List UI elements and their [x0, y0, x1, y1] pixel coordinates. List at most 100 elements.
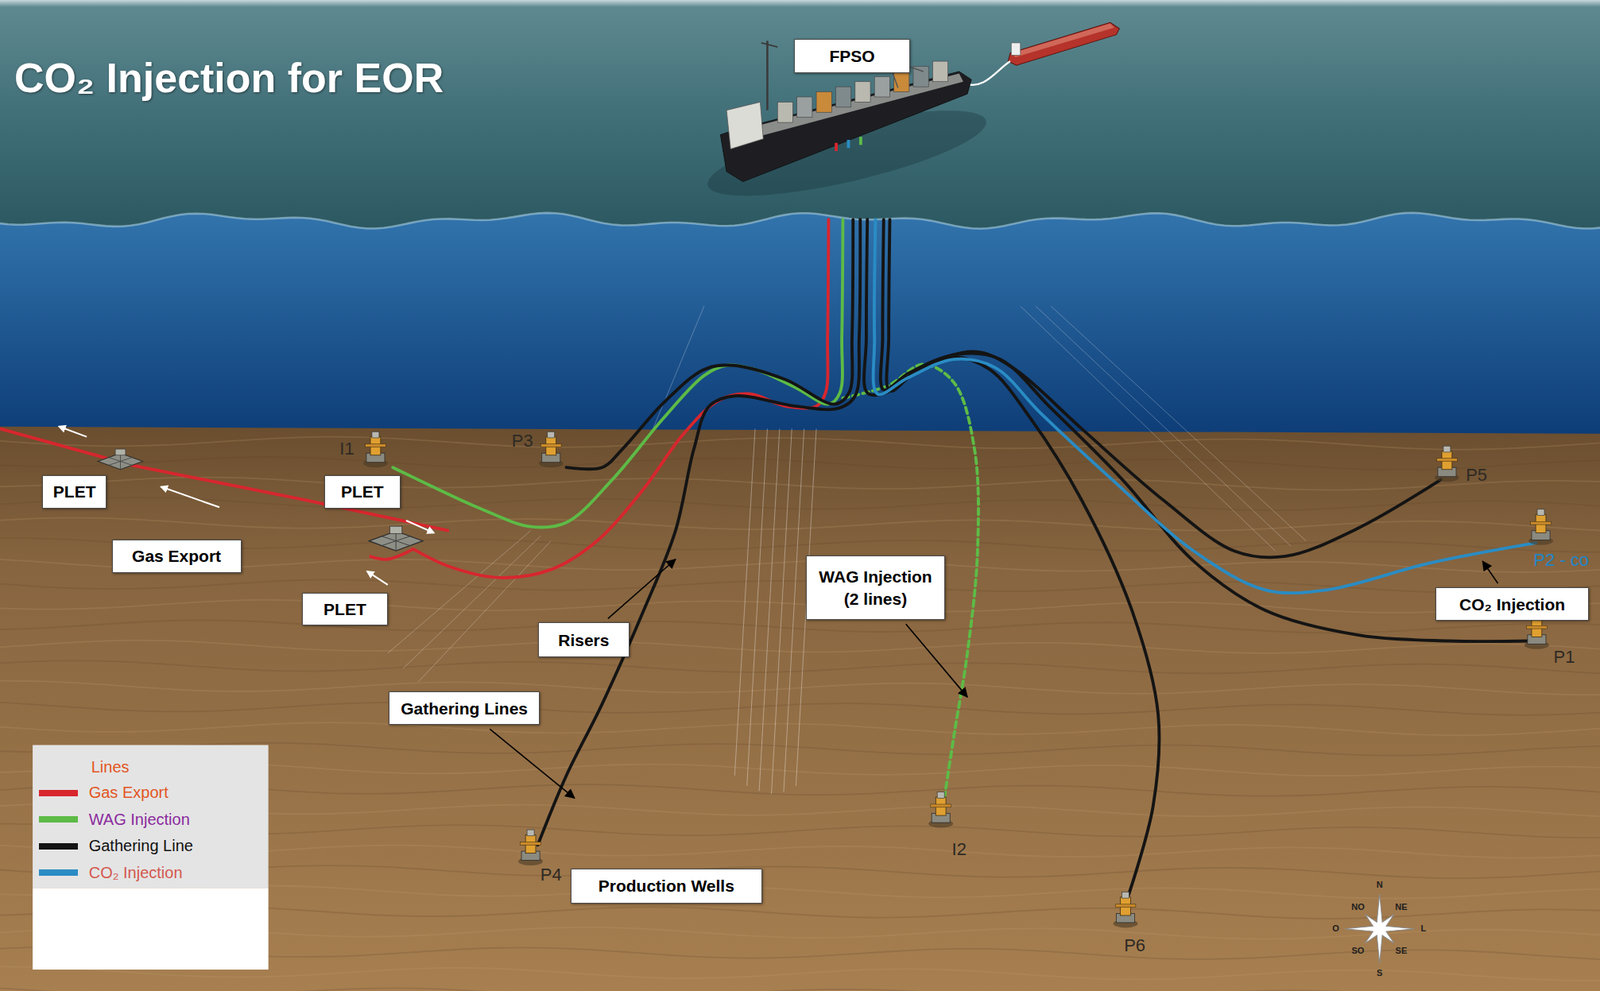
- wellhead-icon: [538, 431, 564, 468]
- process-module: [913, 65, 929, 87]
- process-module: [777, 101, 793, 123]
- process-module: [874, 76, 890, 97]
- wellhead-icon: [1434, 445, 1460, 482]
- flowline: [538, 219, 861, 845]
- wellhead-icon: [518, 829, 543, 866]
- well-arm: [1530, 521, 1552, 525]
- offloading-hose: [964, 61, 1010, 86]
- compass-letter: N: [1376, 879, 1384, 891]
- flow-direction-arrow: [161, 487, 220, 508]
- compass-rose: [1344, 894, 1415, 964]
- guide-line: [759, 428, 780, 791]
- well-cap: [526, 829, 535, 837]
- callout-text: Risers: [557, 629, 609, 651]
- wellhead-icon: [1113, 891, 1139, 928]
- flowline: [413, 219, 830, 578]
- callout-box: CO₂ Injection: [1435, 587, 1589, 621]
- callout-text: Production Wells: [598, 875, 735, 897]
- turret-mark: [847, 139, 851, 148]
- wellhead-icon: [363, 431, 388, 468]
- legend-swatch: [38, 843, 78, 850]
- well-cap: [937, 792, 945, 799]
- compass-letter: NO: [1351, 902, 1365, 913]
- flare-tower: [761, 42, 779, 47]
- plet-valve: [389, 526, 402, 534]
- well-label: P2 - co: [1533, 550, 1589, 570]
- guide-line: [1050, 306, 1306, 541]
- callout-text: WAG Injection: [818, 565, 932, 588]
- tanker-bridge: [1011, 42, 1021, 55]
- legend-text: CO₂ Injection: [89, 863, 183, 883]
- callout-text: Gathering Lines: [400, 697, 528, 720]
- callout-box: Gathering Lines: [388, 691, 540, 725]
- compass-letter: SO: [1352, 945, 1365, 957]
- well-label: I1: [339, 438, 354, 459]
- well-arm: [520, 842, 542, 846]
- plet-structure: [97, 449, 143, 470]
- compass-letter: S: [1376, 968, 1383, 979]
- flowline: [880, 219, 1442, 558]
- flow-direction-arrow: [406, 520, 434, 533]
- well-arm: [540, 444, 562, 448]
- callout-text: Gas Export: [131, 545, 221, 567]
- legend-swatch: [38, 816, 78, 823]
- legend-panel-foot: [32, 887, 269, 970]
- well-cap: [1537, 509, 1545, 516]
- well-label: P6: [1123, 935, 1146, 956]
- well-label: I2: [952, 839, 967, 860]
- well-arm: [1437, 458, 1458, 462]
- guide-line: [771, 428, 793, 795]
- guide-line: [783, 428, 805, 792]
- guide-line: [653, 306, 705, 429]
- well-label: P1: [1553, 646, 1576, 667]
- tanker-deck: [1012, 23, 1115, 58]
- well-cap: [371, 431, 380, 438]
- well-arm: [365, 444, 387, 448]
- plet-valve: [115, 449, 126, 456]
- callout-leader: [608, 559, 676, 620]
- callout-box: Gas Export: [112, 539, 242, 574]
- process-module: [855, 81, 871, 103]
- flowline: [873, 219, 1536, 593]
- gas-export-pipeline: [0, 428, 450, 531]
- callout-text: (2 lines): [844, 588, 907, 610]
- flare-tower: [766, 40, 769, 110]
- callout-text: PLET: [323, 598, 367, 620]
- sand-ripple: [0, 640, 1600, 654]
- legend-text: WAG Injection: [89, 810, 190, 830]
- plet-skid: [368, 530, 423, 551]
- fpso-hull: [720, 71, 972, 183]
- well-cap: [547, 431, 555, 438]
- callout-box: Risers: [538, 622, 631, 658]
- callout-leader: [1482, 561, 1498, 584]
- callout-box: PLET: [42, 475, 107, 508]
- gas-export-pipeline: [369, 549, 414, 560]
- legend-swatch: [38, 790, 78, 797]
- surface-rim: [0, 213, 1600, 229]
- well-label: P5: [1465, 464, 1488, 485]
- turret-mark: [859, 136, 863, 145]
- flowline: [566, 219, 854, 469]
- compass-letter: SE: [1395, 945, 1408, 957]
- legend-text: Gathering Line: [89, 836, 194, 856]
- callout-box: PLET: [324, 475, 401, 508]
- sand-ripple: [0, 681, 1600, 696]
- well-label: P3: [511, 430, 534, 451]
- guide-line: [734, 428, 756, 776]
- flowline: [886, 219, 1531, 642]
- legend-heading: Lines: [91, 758, 130, 777]
- sand-ripple: [0, 600, 1600, 613]
- compass-letter: L: [1421, 923, 1427, 934]
- legend-swatch: [38, 869, 78, 876]
- sand-ripple: [0, 987, 1600, 991]
- turret-mark: [834, 143, 838, 152]
- tanker-hull: [1007, 22, 1120, 66]
- callout-text: PLET: [340, 480, 384, 503]
- callout-text: PLET: [53, 480, 97, 503]
- process-module: [797, 96, 813, 118]
- well-cap: [1122, 891, 1130, 899]
- wellhead-icon: [928, 792, 954, 829]
- plet-frame: [108, 453, 133, 470]
